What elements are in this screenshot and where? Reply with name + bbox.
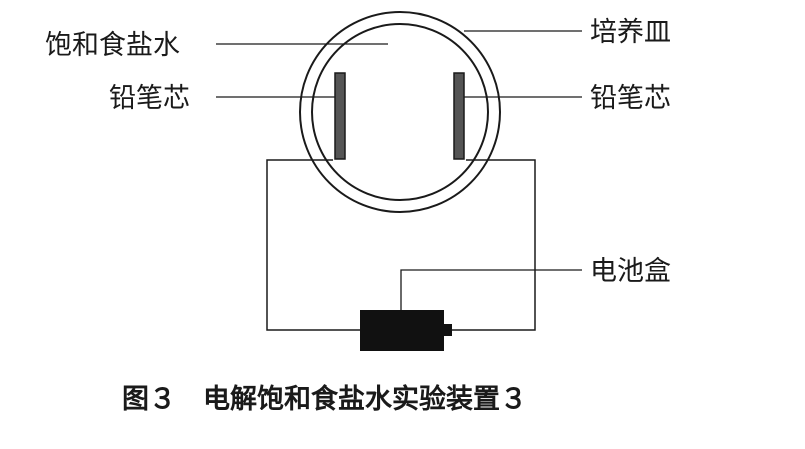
label-pencil-core-left: 铅笔芯 — [109, 83, 190, 114]
battery-terminal — [444, 324, 452, 336]
label-pencil-core-right: 铅笔芯 — [590, 83, 671, 114]
petri-dish-inner-rim — [311, 23, 489, 201]
petri-dish — [299, 11, 501, 213]
leader-line-battery-box — [400, 269, 582, 310]
circuit-wire-left — [266, 159, 360, 331]
circuit-wire-right — [452, 159, 536, 331]
pencil-core-electrode-right — [453, 72, 465, 160]
battery-body — [360, 310, 444, 351]
battery-box — [360, 310, 452, 351]
petri-dish-outer-rim — [299, 11, 501, 213]
figure-caption: 图３ 电解饱和食盐水实验装置３ — [122, 383, 527, 415]
pencil-core-electrode-left — [334, 72, 346, 160]
label-battery-box: 电池盒 — [590, 256, 671, 287]
label-petri-dish: 培养皿 — [590, 17, 671, 48]
label-saline: 饱和食盐水 — [45, 30, 180, 61]
